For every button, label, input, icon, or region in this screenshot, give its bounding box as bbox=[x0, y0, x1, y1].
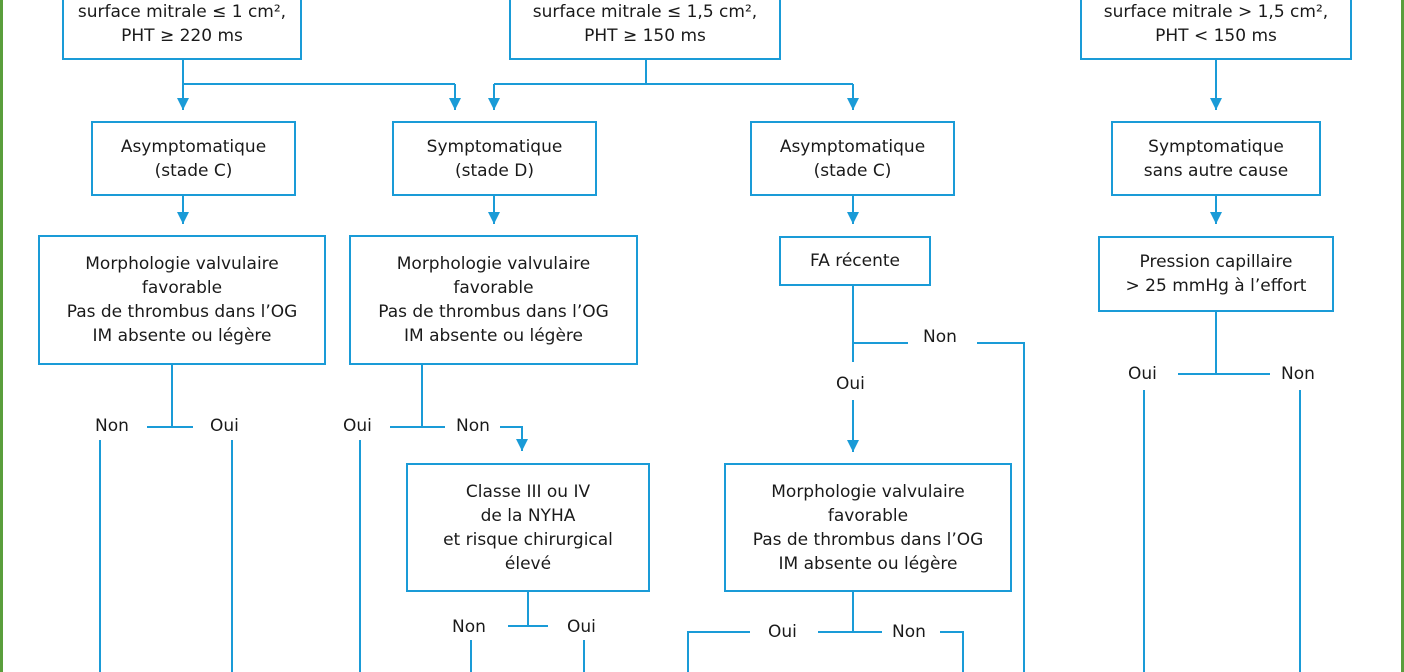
line-morpho-low-oui bbox=[687, 631, 750, 672]
text-line: IM absente ou légère bbox=[778, 553, 958, 574]
text-line: Classe III ou IV bbox=[465, 481, 591, 502]
text-line: PHT ≥ 150 ms bbox=[584, 26, 706, 46]
box-classe-nyha: Classe III ou IV de la NYHA et risque ch… bbox=[406, 463, 650, 592]
box-symptomatique-sans-autre-cause: Symptomatique sans autre cause bbox=[1111, 121, 1321, 196]
label-oui: Oui bbox=[567, 617, 596, 637]
text-line: Pas de thrombus dans l’OG bbox=[752, 529, 984, 550]
label-non: Non bbox=[923, 327, 957, 347]
box-asymptomatique-left: Asymptomatique (stade C) bbox=[91, 121, 296, 196]
text-line: (stade C) bbox=[154, 160, 233, 181]
arrow-to-classe bbox=[500, 426, 528, 451]
box-pression-capillaire: Pression capillaire > 25 mmHg à l’effort bbox=[1098, 236, 1334, 312]
text-line: de la NYHA bbox=[480, 505, 576, 526]
text-line: sans autre cause bbox=[1143, 160, 1289, 181]
text-line: Pas de thrombus dans l’OG bbox=[378, 302, 609, 322]
label-non: Non bbox=[456, 416, 490, 436]
text-line: surface mitrale > 1,5 cm², bbox=[1103, 2, 1329, 22]
text-line: Symptomatique bbox=[1148, 136, 1284, 157]
label-oui: Oui bbox=[1128, 364, 1157, 384]
text-line: Asymptomatique bbox=[779, 136, 926, 157]
box-fa-recente: FA récente bbox=[779, 236, 931, 286]
label-oui: Oui bbox=[343, 416, 372, 436]
box-asymptomatique-center: Asymptomatique (stade C) bbox=[750, 121, 955, 196]
text-line: IM absente ou légère bbox=[404, 326, 583, 346]
box-symptomatique-stade-d: Symptomatique (stade D) bbox=[392, 121, 597, 196]
text-line: surface mitrale ≤ 1 cm², bbox=[77, 2, 287, 22]
line-morpho-low-non bbox=[940, 631, 964, 672]
label-non: Non bbox=[1281, 364, 1315, 384]
text-line: Pression capillaire bbox=[1139, 252, 1293, 272]
box-surface-le-1: surface mitrale ≤ 1 cm², PHT ≥ 220 ms bbox=[62, 0, 302, 60]
box-morphologie-low: Morphologie valvulaire favorable Pas de … bbox=[724, 463, 1012, 592]
text-line: FA récente bbox=[809, 251, 901, 271]
text-line: surface mitrale ≤ 1,5 cm², bbox=[532, 2, 758, 22]
text-line: favorable bbox=[141, 278, 223, 298]
text-line: Symptomatique bbox=[426, 136, 563, 157]
text-line: favorable bbox=[827, 505, 909, 526]
box-surface-le-1-5: surface mitrale ≤ 1,5 cm², PHT ≥ 150 ms bbox=[509, 0, 781, 60]
text-line: PHT < 150 ms bbox=[1155, 26, 1277, 46]
text-line: Asymptomatique bbox=[120, 136, 267, 157]
text-line: élevé bbox=[504, 553, 552, 574]
frame-left-border bbox=[0, 0, 3, 672]
label-non: Non bbox=[452, 617, 486, 637]
box-surface-gt-1-5: surface mitrale > 1,5 cm², PHT < 150 ms bbox=[1080, 0, 1352, 60]
box-morphologie-left: Morphologie valvulaire favorable Pas de … bbox=[38, 235, 326, 365]
text-line: Morphologie valvulaire bbox=[771, 481, 965, 502]
label-oui: Oui bbox=[836, 374, 865, 394]
line-fa-non bbox=[977, 342, 1025, 672]
label-oui: Oui bbox=[210, 416, 239, 436]
text-line: Morphologie valvulaire bbox=[85, 254, 279, 274]
text-line: et risque chirurgical bbox=[443, 529, 613, 550]
text-line: favorable bbox=[453, 278, 534, 298]
text-line: IM absente ou légère bbox=[92, 326, 272, 346]
text-line: Pas de thrombus dans l’OG bbox=[66, 302, 298, 322]
frame-right-border bbox=[1401, 0, 1404, 672]
text-line: (stade C) bbox=[813, 160, 892, 181]
box-morphologie-middle: Morphologie valvulaire favorable Pas de … bbox=[349, 235, 638, 365]
text-line: (stade D) bbox=[455, 160, 534, 181]
text-line: PHT ≥ 220 ms bbox=[121, 26, 243, 46]
label-non: Non bbox=[892, 622, 926, 642]
text-line: > 25 mmHg à l’effort bbox=[1125, 276, 1307, 296]
label-oui: Oui bbox=[768, 622, 797, 642]
text-line: Morphologie valvulaire bbox=[396, 254, 591, 274]
label-non: Non bbox=[95, 416, 129, 436]
